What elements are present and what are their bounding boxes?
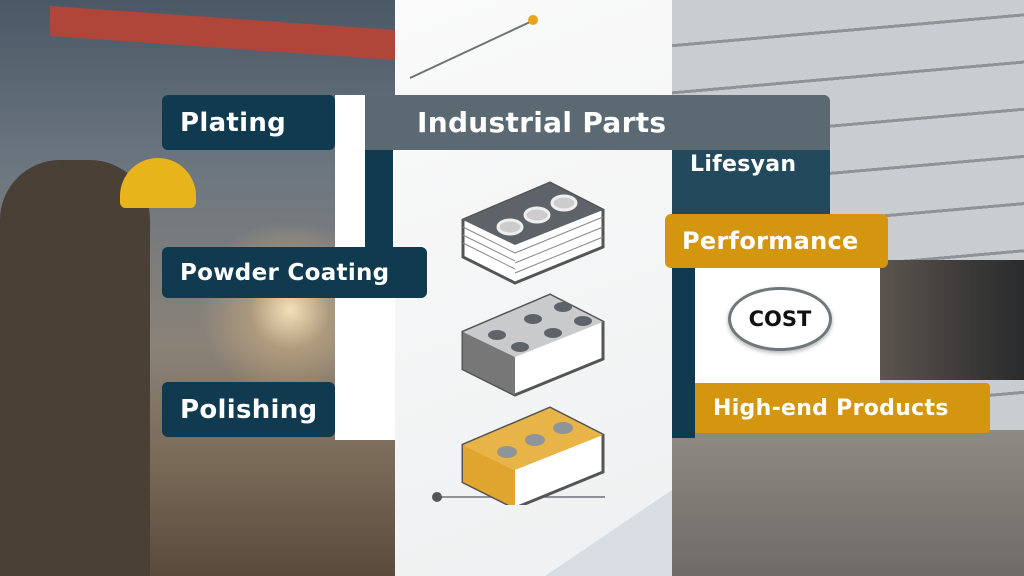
brick-icon-light [461,293,605,397]
label-high-end-products: High-end Products [695,383,990,433]
attributes-strip [672,268,695,438]
machinery [880,260,1024,380]
cost-badge: COST [728,287,832,351]
brick-icon-gold [461,406,605,505]
page-title: Industrial Parts [365,95,830,150]
label-performance: Performance [665,214,888,268]
label-plating: Plating [162,95,335,150]
brick-icons [461,181,605,505]
worker-figure [0,160,150,576]
warehouse-floor [672,430,1024,576]
label-polishing: Polishing [162,382,335,437]
connector-stem [365,150,393,250]
label-powder-coating: Powder Coating [162,247,427,298]
brick-icon-gray [461,181,605,285]
label-lifespan: Lifesyan [690,152,797,177]
